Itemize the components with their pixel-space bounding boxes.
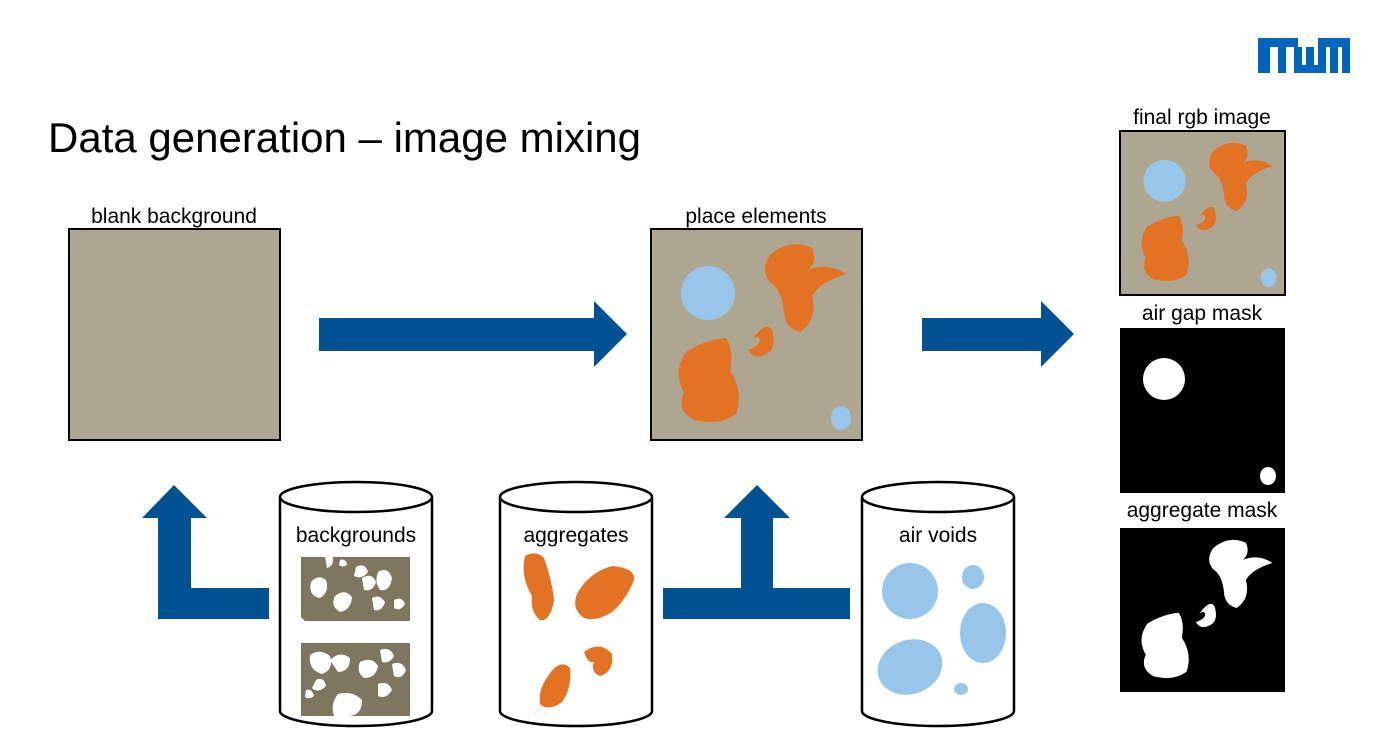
- slide-title: Data generation – image mixing: [48, 114, 641, 161]
- blank-background-panel: [68, 228, 281, 441]
- arrow-to-place-elements: [319, 301, 627, 367]
- database-backgrounds-label: backgrounds: [296, 524, 416, 547]
- arrow-backgrounds-to-blank: [142, 485, 269, 619]
- place-elements-panel: [650, 228, 863, 441]
- database-air-voids: air voids: [860, 480, 1016, 728]
- label-aggregate-mask: aggregate mask: [1127, 499, 1278, 522]
- arrow-assets-to-place-elements: [663, 485, 850, 619]
- aggregate-mask-panel: [1120, 528, 1285, 692]
- air-gap-mask-panel: [1120, 328, 1285, 493]
- database-aggregates: aggregates: [498, 480, 654, 728]
- label-final-rgb-image: final rgb image: [1133, 106, 1271, 129]
- label-place-elements: place elements: [685, 205, 826, 228]
- final-rgb-image-panel: [1119, 130, 1286, 296]
- tum-logo: [1258, 38, 1350, 73]
- database-backgrounds: backgrounds: [278, 480, 434, 728]
- label-blank-background: blank background: [91, 205, 257, 228]
- database-air-voids-label: air voids: [899, 524, 977, 547]
- label-air-gap-mask: air gap mask: [1142, 302, 1263, 325]
- arrow-to-outputs: [922, 301, 1074, 367]
- database-aggregates-label: aggregates: [523, 524, 628, 547]
